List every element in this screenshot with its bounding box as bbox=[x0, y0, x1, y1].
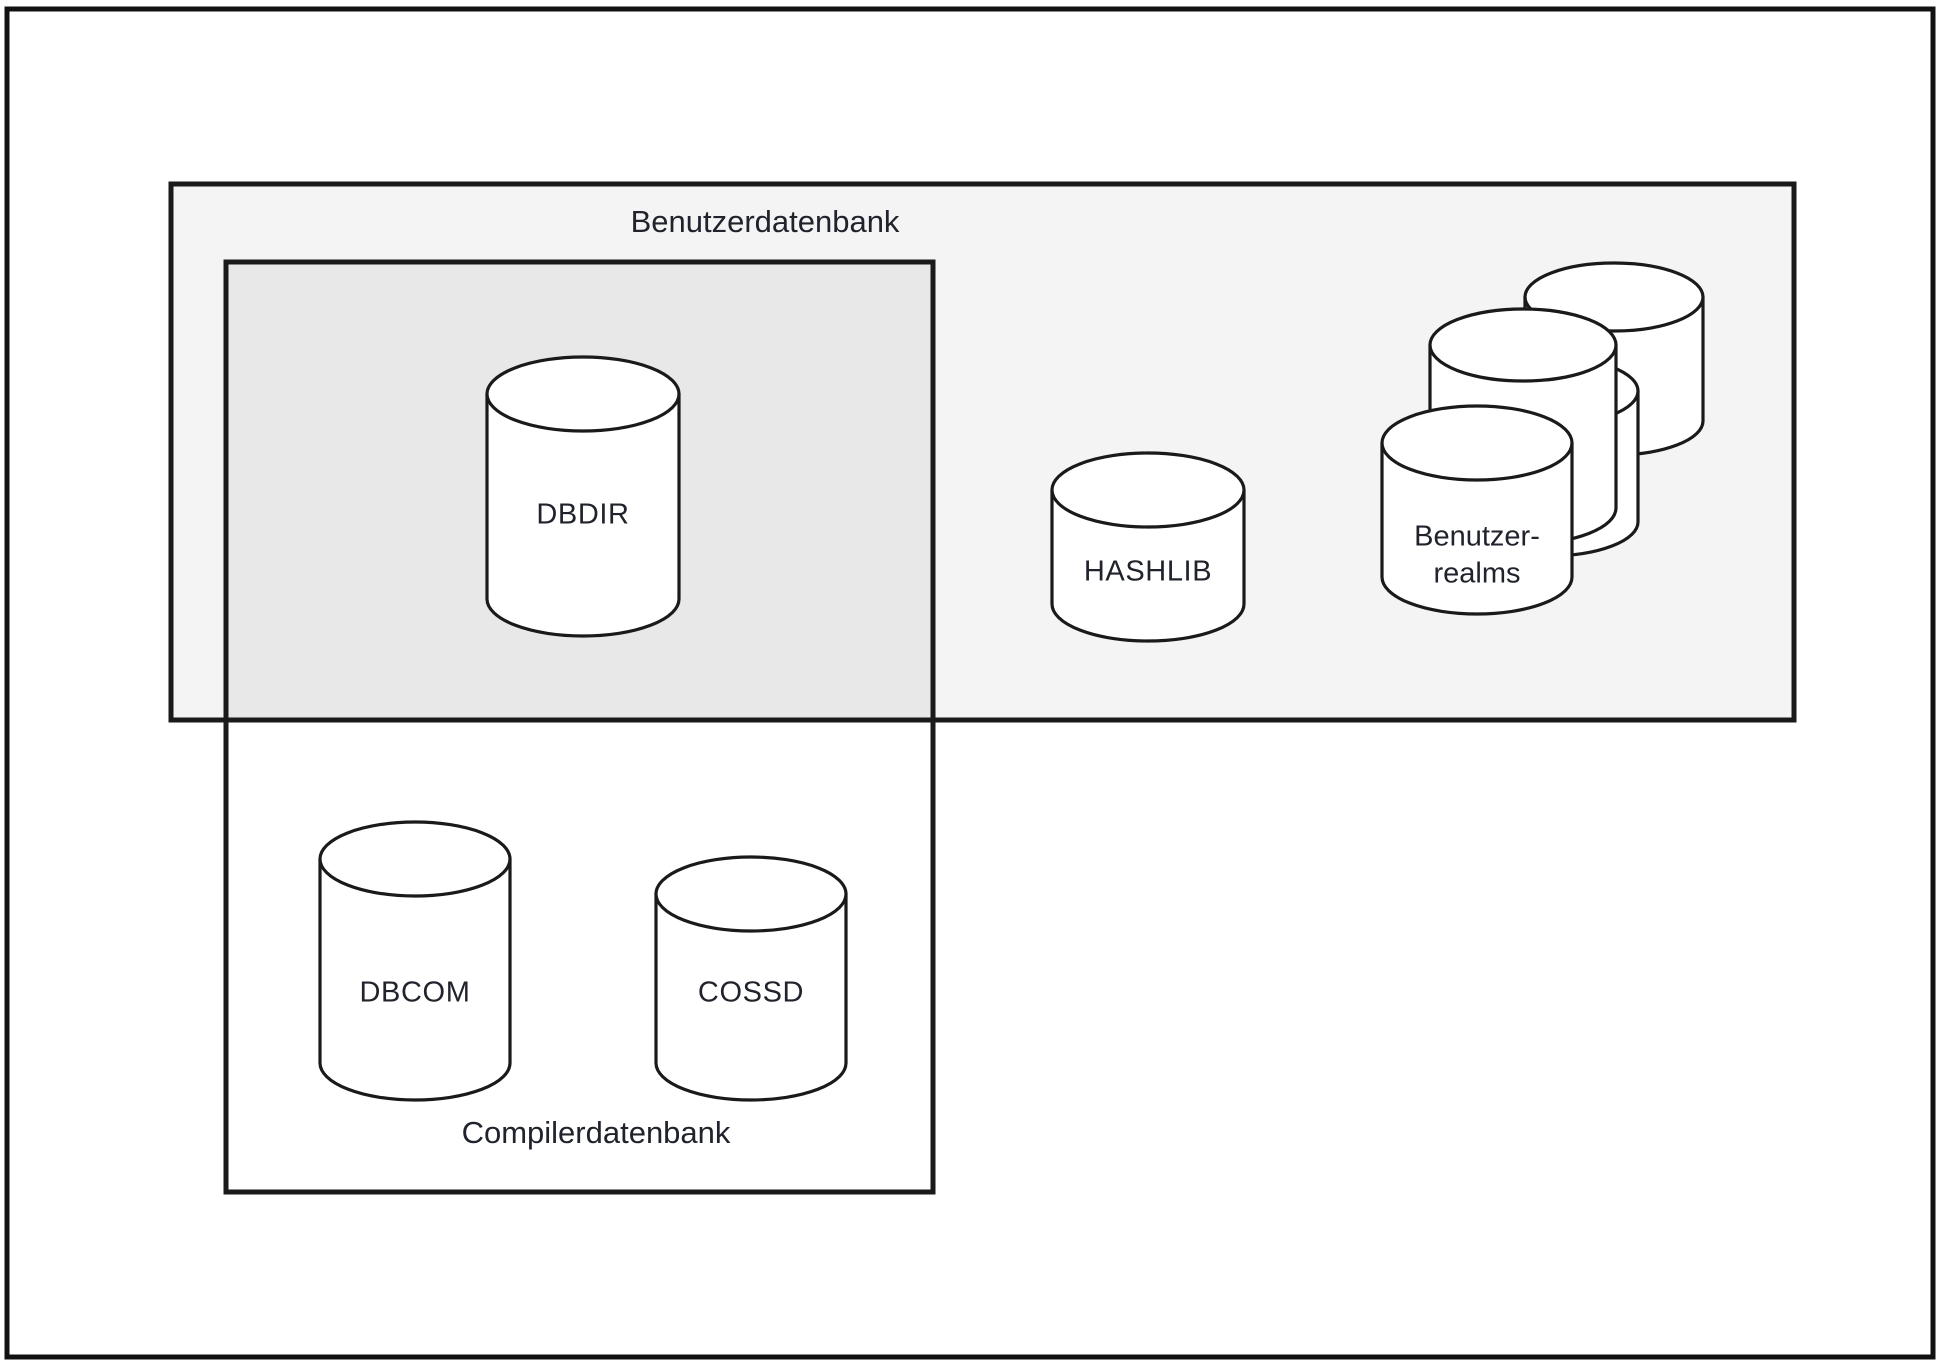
hashlib-label: HASHLIB bbox=[1084, 556, 1212, 588]
realms-label-line1: Benutzer- bbox=[1414, 521, 1540, 553]
dbdir-label: DBDIR bbox=[536, 499, 629, 531]
cossd-cylinder-top bbox=[654, 855, 848, 933]
hashlib-cylinder-top bbox=[1050, 451, 1246, 529]
node-cossd: COSSD bbox=[654, 855, 848, 1102]
node-benutzer-realms: Benutzer- realms bbox=[1380, 261, 1705, 616]
node-dbdir: DBDIR bbox=[485, 355, 681, 638]
cossd-label: COSSD bbox=[698, 977, 804, 1009]
dbdir-cylinder-top bbox=[485, 355, 681, 433]
realms-cylinder-front-body bbox=[1380, 441, 1574, 616]
node-dbcom: DBCOM bbox=[318, 820, 512, 1102]
dbcom-cylinder-body bbox=[318, 857, 512, 1102]
cossd-cylinder-body bbox=[654, 892, 848, 1102]
realms-cylinder-front-top bbox=[1380, 404, 1574, 482]
dbdir-cylinder-body bbox=[485, 392, 681, 638]
region-label-compilerdatenbank: Compilerdatenbank bbox=[462, 1115, 731, 1150]
dbcom-label: DBCOM bbox=[360, 977, 471, 1009]
hashlib-cylinder-body bbox=[1050, 488, 1246, 643]
realms-label-line2: realms bbox=[1433, 558, 1520, 590]
realms-cylinder-middle-top bbox=[1428, 307, 1618, 383]
node-hashlib: HASHLIB bbox=[1050, 451, 1246, 643]
region-label-benutzerdatenbank: Benutzerdatenbank bbox=[631, 204, 900, 239]
dbcom-cylinder-top bbox=[318, 820, 512, 898]
